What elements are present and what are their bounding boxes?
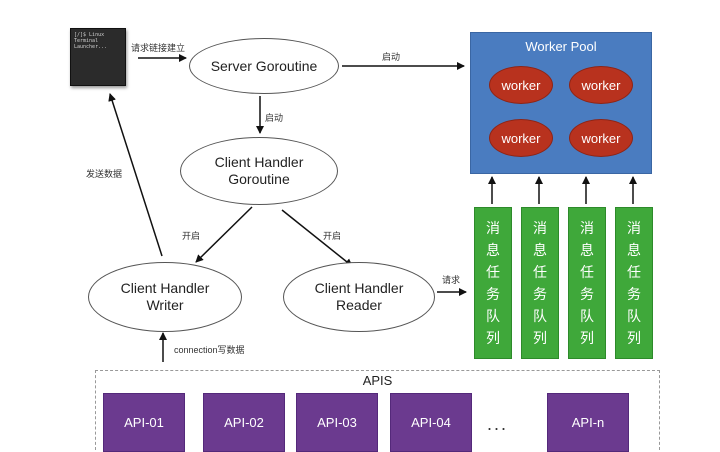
- client-handler-goroutine-node: Client Handler Goroutine: [180, 137, 338, 205]
- queue-char: 队: [627, 308, 641, 324]
- queue-char: 列: [580, 330, 594, 346]
- worker-4: worker: [569, 119, 633, 157]
- queue-char: 息: [627, 242, 641, 258]
- reader-label-2: Reader: [336, 297, 382, 313]
- connection-write-label: connection写数据: [174, 345, 245, 355]
- message-queue-1: 消 息 任 务 队 列: [474, 207, 512, 359]
- api-04-box: API-04: [390, 393, 472, 452]
- client-handler-goroutine-label-1: Client Handler: [214, 154, 304, 170]
- queue-char: 列: [486, 330, 500, 346]
- apis-container: [95, 370, 660, 450]
- queue-char: 息: [580, 242, 594, 258]
- arrow-writer-to-terminal: [108, 93, 163, 257]
- client-handler-goroutine-label-2: Goroutine: [228, 171, 290, 187]
- queue-char: 息: [486, 242, 500, 258]
- request-connect-label: 请求链接建立: [131, 43, 186, 53]
- message-queue-3: 消 息 任 务 队 列: [568, 207, 606, 359]
- server-goroutine-node: Server Goroutine: [189, 38, 339, 94]
- queue-char: 消: [533, 220, 547, 236]
- message-queue-2: 消 息 任 务 队 列: [521, 207, 559, 359]
- api-03-box: API-03: [296, 393, 378, 452]
- worker-pool: Worker Pool worker worker worker worker: [470, 32, 652, 174]
- client-handler-writer-node: Client Handler Writer: [88, 262, 242, 332]
- queue-char: 任: [533, 264, 547, 280]
- worker-2: worker: [569, 66, 633, 104]
- api-02-box: API-02: [203, 393, 285, 452]
- open-reader-label: 开启: [323, 231, 342, 241]
- start-handler-label: 启动: [265, 113, 284, 123]
- api-01-box: API-01: [103, 393, 185, 452]
- queue-char: 务: [580, 286, 594, 302]
- server-goroutine-label: Server Goroutine: [210, 57, 318, 74]
- writer-label-2: Writer: [146, 297, 184, 313]
- reader-label-1: Client Handler: [314, 280, 404, 296]
- worker-1: worker: [489, 66, 553, 104]
- terminal-icon: [/]$ Linux Terminal Launcher...: [70, 28, 126, 86]
- worker-3: worker: [489, 119, 553, 157]
- request-label: 请求: [442, 275, 461, 285]
- queue-char: 务: [533, 286, 547, 302]
- arrow-handler-to-reader: [281, 209, 353, 267]
- queue-char: 队: [580, 308, 594, 324]
- queue-char: 列: [627, 330, 641, 346]
- client-handler-reader-node: Client Handler Reader: [283, 262, 435, 332]
- queue-char: 任: [580, 264, 594, 280]
- message-queue-4: 消 息 任 务 队 列: [615, 207, 653, 359]
- open-writer-label: 开启: [182, 231, 201, 241]
- queue-char: 任: [486, 264, 500, 280]
- api-n-box: API-n: [547, 393, 629, 452]
- apis-title: APIS: [362, 373, 393, 388]
- queue-char: 务: [627, 286, 641, 302]
- queue-char: 消: [486, 220, 500, 236]
- queue-char: 队: [486, 308, 500, 324]
- arrow-handler-to-writer: [195, 206, 253, 263]
- queue-char: 列: [533, 330, 547, 346]
- queue-char: 息: [533, 242, 547, 258]
- api-ellipsis: ...: [487, 414, 509, 434]
- queue-char: 消: [627, 220, 641, 236]
- queue-char: 任: [627, 264, 641, 280]
- queue-char: 队: [533, 308, 547, 324]
- worker-pool-title: Worker Pool: [525, 39, 597, 54]
- queue-char: 消: [580, 220, 594, 236]
- start-pool-label: 启动: [382, 52, 401, 62]
- queue-char: 务: [486, 286, 500, 302]
- send-data-label: 发送数据: [86, 169, 123, 179]
- writer-label-1: Client Handler: [120, 280, 210, 296]
